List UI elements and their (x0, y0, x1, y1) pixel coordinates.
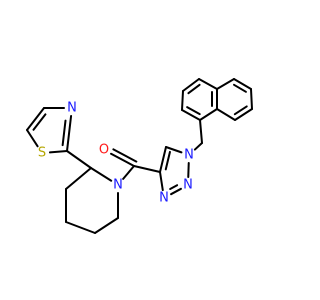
atom-label-n-pip: N (113, 178, 123, 193)
bond-C8-C8a (216, 108, 236, 121)
bond-C_pip2-N_pip (90, 167, 113, 182)
bond-C_co-C_t4 (133, 165, 161, 173)
atom-label-n-thz: N (67, 101, 77, 116)
bond-C5-C6-inner (233, 83, 247, 93)
bond-C_pip6-C_pip5 (94, 217, 119, 234)
bond-C_tz5-C_tz4-inner (32, 113, 47, 131)
bond-C6-C7 (250, 88, 253, 110)
atom-label-n3-tri: N (159, 191, 169, 206)
bond-C3-C4 (182, 78, 200, 92)
atom-label-o1: O (99, 143, 109, 158)
bond-S1-C_tz5 (26, 129, 39, 148)
bond-C_ch2-C1 (199, 119, 203, 144)
bond-C1-C2-inner (186, 106, 201, 116)
bond-C_tz2-C_pip2 (66, 150, 92, 169)
bond-C_co-O1 (110, 152, 135, 167)
bond-C_co-O1-second (112, 148, 138, 163)
bond-C3-C4-inner (187, 83, 201, 95)
atom-label-n2-tri: N (183, 178, 193, 193)
bond-N_thz-C_tz2-inner (61, 119, 67, 147)
bond-N1_tri-C_ch2 (193, 142, 203, 151)
bond-C_pip3-C_pip2 (65, 167, 92, 190)
atom-label-s1: S (38, 146, 46, 161)
bond-N2_tri-N3_tri-inner (169, 184, 179, 190)
bond-C7-C8 (234, 108, 253, 121)
bond-C1-C2 (181, 109, 201, 121)
bond-C_tz5-C_tz4 (26, 107, 45, 131)
bond-C_tz2-S1 (48, 150, 68, 154)
bond-N3_tri-C_t4 (159, 171, 164, 192)
atom-label-n1-tri: N (184, 148, 194, 163)
bond-lines (26, 78, 253, 234)
bond-C2-C3 (181, 90, 184, 111)
bond-C_t4-C_t5 (159, 146, 167, 173)
bond-C_t4-C_t5-inner (164, 150, 171, 171)
bond-C_pip5-C_pip4 (65, 221, 96, 234)
bond-C_t5-N1_tri (165, 146, 183, 154)
bond-C4a-C5 (216, 78, 235, 90)
bond-N2_tri-N3_tri (170, 187, 182, 196)
bond-C5-C6 (233, 78, 252, 90)
bond-C7-C8-inner (233, 105, 248, 116)
bond-C4-C4a (198, 78, 218, 90)
bond-C8a-C1 (199, 108, 218, 121)
bond-N_thz-C_tz2 (66, 114, 73, 152)
bond-N_pip-C_co (122, 165, 135, 180)
